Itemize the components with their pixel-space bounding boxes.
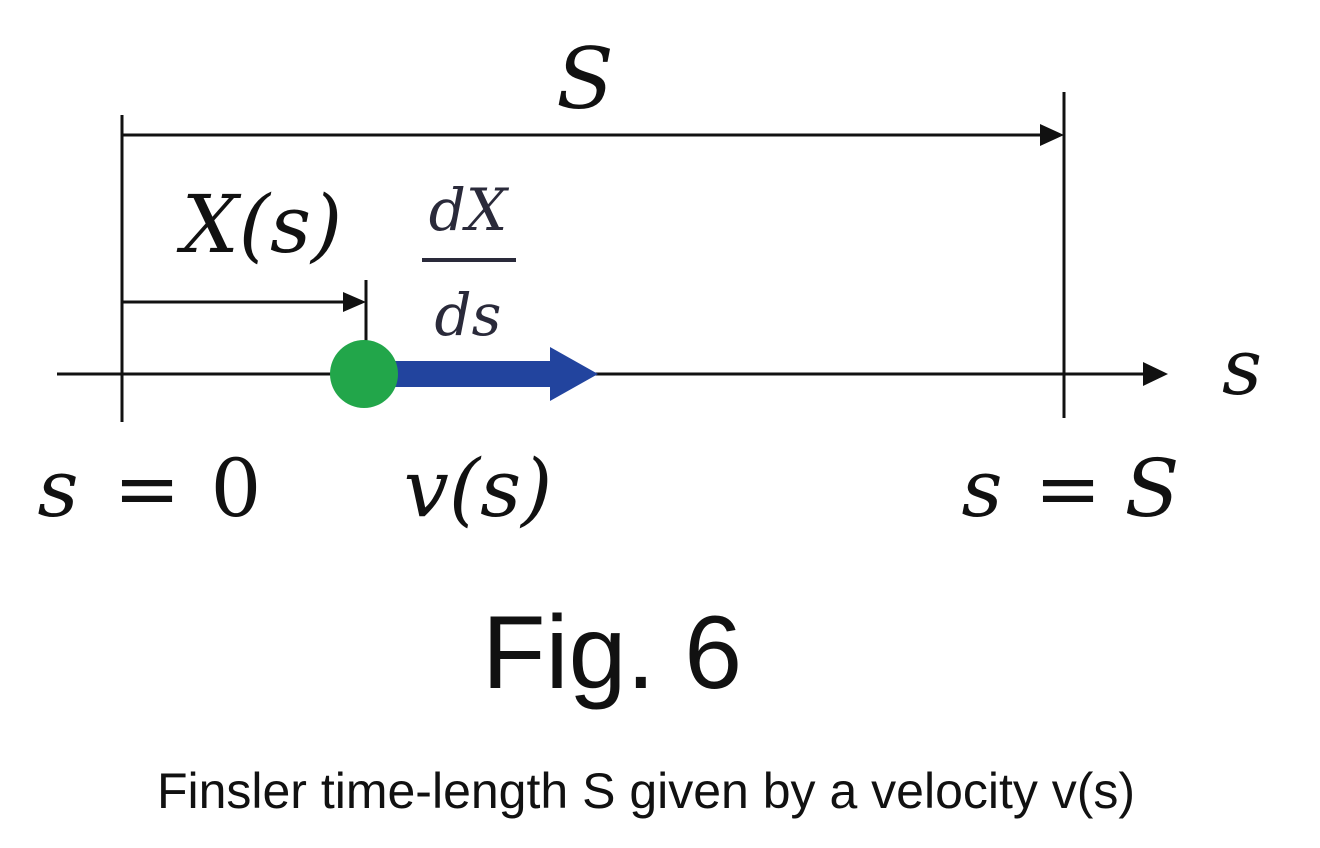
- velocity-arrow-head: [550, 347, 598, 401]
- fraction-denominator: ds: [435, 281, 502, 349]
- position-arrowhead: [343, 292, 366, 312]
- velocity-vector: [366, 347, 598, 401]
- derivative-fraction: dX ds: [422, 176, 516, 349]
- velocity-label: v(s): [404, 442, 553, 535]
- s-axis-arrowhead: [1143, 362, 1168, 386]
- start-condition-var: s: [37, 442, 78, 535]
- fraction-numerator: dX: [429, 176, 510, 244]
- total-length-label: S: [556, 30, 614, 128]
- total-length-arrowhead: [1040, 124, 1064, 146]
- position-dimension: X(s): [122, 178, 368, 345]
- end-condition-var: s: [961, 442, 1002, 535]
- figure-label: Fig. 6: [482, 595, 742, 711]
- particle-dot: [330, 340, 398, 408]
- start-condition-val: 0: [211, 442, 262, 535]
- total-length-dimension: S: [120, 30, 1066, 422]
- end-condition-label: s = S: [961, 442, 1179, 535]
- end-condition-val: S: [1125, 442, 1180, 535]
- s-axis-label: s: [1222, 323, 1262, 413]
- figure-caption: Finsler time-length S given by a velocit…: [157, 763, 1135, 819]
- start-condition-eq: =: [113, 442, 180, 535]
- start-condition-label: s = 0: [37, 442, 261, 535]
- end-condition-eq: =: [1034, 442, 1101, 535]
- s-axis: s: [57, 323, 1262, 413]
- position-label: X(s): [176, 178, 342, 271]
